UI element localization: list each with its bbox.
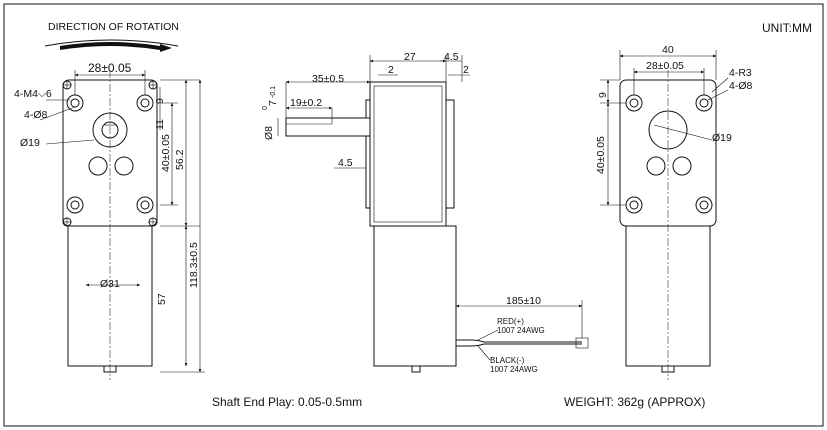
rotation-arrow-line (44, 39, 179, 47)
shaft-end-play-note: Shaft End Play: 0.05-0.5mm (212, 395, 363, 409)
side-width-27: 27 (404, 51, 416, 63)
weight-note: WEIGHT: 362g (APPROX) (564, 395, 706, 409)
side-flat-length: 19±0.2 (290, 97, 323, 109)
rear-view (600, 50, 729, 380)
red-wire (456, 339, 582, 343)
rotation-label: DIRECTION OF ROTATION (48, 21, 179, 33)
front-dim-11: 11 (154, 119, 166, 130)
side-gearbox (369, 81, 447, 227)
front-view (39, 39, 205, 380)
side-shaft-length: 35±0.5 (312, 73, 345, 85)
black-wire (456, 343, 582, 347)
rear-hole-dia: Ø19 (712, 132, 732, 144)
front-motor-length: 57 (156, 293, 168, 305)
side-motor (373, 225, 457, 367)
red-wire-spec: 1007 24AWG (497, 326, 545, 335)
front-body-height: 56.2 (174, 149, 186, 170)
side-flat-tol-bottom: -0.1 (270, 85, 277, 98)
side-width-4-5: 4.5 (444, 51, 459, 63)
front-screw-depth: 6 (45, 88, 52, 100)
black-wire-label: BLACK(-) (490, 356, 525, 365)
side-flat-tol-top: 0 (262, 106, 269, 110)
side-offset: 4.5 (338, 157, 353, 169)
front-screw-spec: 4-M4 (14, 88, 38, 100)
rear-width: 40 (662, 44, 674, 56)
front-motor-dia: Ø31 (100, 278, 120, 290)
black-wire-spec: 1007 24AWG (490, 365, 538, 374)
rear-holes: 4-Ø8 (729, 80, 753, 92)
side-shaft (285, 117, 371, 137)
front-total-length: 118.3±0.5 (188, 242, 200, 288)
front-dim-9: 9 (154, 98, 166, 104)
red-wire-label: RED(+) (497, 317, 524, 326)
front-holes-label: 4-Ø8 (24, 109, 48, 121)
front-mount-width: 28±0.05 (88, 61, 132, 75)
side-dim-2b: 2 (463, 64, 469, 76)
side-view (277, 55, 589, 373)
rear-dim-9: 9 (597, 92, 609, 98)
side-lead-length: 185±10 (506, 295, 541, 307)
front-mount-height: 40±0.05 (160, 134, 172, 172)
rear-mount-height: 40±0.05 (595, 136, 607, 174)
side-shaft-dia: Ø8 (263, 125, 275, 140)
rotation-arrow-head (160, 44, 172, 52)
side-dim-2a: 2 (388, 64, 394, 76)
front-screw-label: 4-M4⌵6 (14, 88, 52, 100)
side-flat-dim: 7 (267, 100, 279, 106)
rear-mount-width: 28±0.05 (646, 60, 684, 72)
rear-radius: 4-R3 (729, 67, 752, 79)
sheet-border (3, 3, 824, 427)
rotation-arrow (60, 42, 160, 50)
front-shaft-dia: Ø19 (20, 137, 40, 149)
unit-label: UNIT:MM (762, 21, 812, 35)
